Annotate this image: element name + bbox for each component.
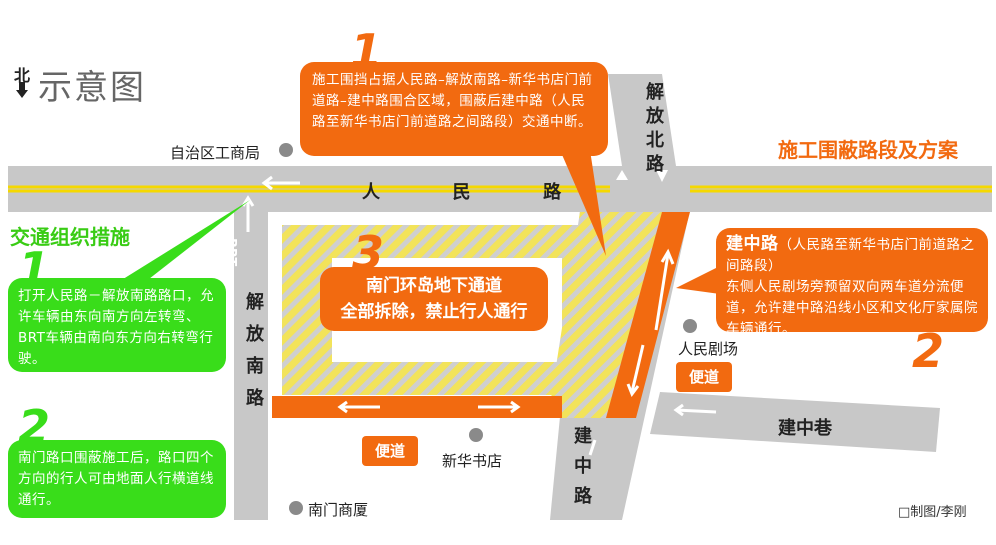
road-label-jianzhong: 建中路 xyxy=(571,426,592,516)
callout-left2: 南门路口围蔽施工后，路口四个方向的行人可由地面人行横道线通行。 xyxy=(8,440,226,518)
map-title: 示意图 xyxy=(38,68,146,108)
road-arrows-north xyxy=(616,170,668,182)
road-label-jianzhong-xiang: 建中巷 xyxy=(778,418,832,439)
road-label-renmin: 人 民 路 xyxy=(362,182,582,203)
callout-top-pointer xyxy=(560,150,606,256)
badge-biandao-bottom: 便道 xyxy=(362,436,418,466)
traffic-arrows xyxy=(241,175,717,456)
callout-right-text: 东侧人民剧场旁预留双向两车道分流便道，允许建中路沿线小区和文化厅家属院车辆通行。 xyxy=(726,279,978,337)
jiefang-nan-road xyxy=(234,200,268,520)
callout-right-pointer xyxy=(676,266,720,294)
place-nanmen-shangsha: 南门商厦 xyxy=(308,501,369,519)
pin-nanmen-shangsha xyxy=(289,501,303,515)
place-zizhiqu: 自治区工商局 xyxy=(170,144,261,162)
road-label-jiefang-nan: 解放南路 xyxy=(243,292,264,420)
callout-center: 南门环岛地下通道 全部拆除，禁止行人通行 xyxy=(320,267,548,331)
pin-zizhiqu xyxy=(279,143,293,157)
callout-center-line2: 全部拆除，禁止行人通行 xyxy=(340,302,528,322)
callout-right-heading-note: （人民路至新华书店门前道路之间路段） xyxy=(726,237,975,274)
detour-jianzhong-east xyxy=(606,212,690,418)
callout-right-heading: 建中路 xyxy=(726,234,779,254)
callout-right: 建中路（人民路至新华书店门前道路之间路段） 东侧人民剧场旁预留双向两车道分流便道… xyxy=(716,228,988,337)
callout-right-number: 2 xyxy=(912,324,945,378)
callout-left-pointer xyxy=(112,200,250,286)
construction-zone-jianzhong xyxy=(548,212,662,418)
callout-left1: 打开人民路－解放南路路口，允许车辆由东向南方向左转弯、BRT车辆由南向东方向右转… xyxy=(8,278,226,372)
section-title-right: 施工围蔽路段及方案 xyxy=(778,138,958,162)
callout-left2-text: 南门路口围蔽施工后，路口四个方向的行人可由地面人行横道线通行。 xyxy=(18,450,214,508)
renmin-road xyxy=(8,166,992,212)
jianzhong-xiang-road xyxy=(650,392,940,452)
north-arrow-icon xyxy=(16,82,28,98)
detour-bottom-road xyxy=(272,396,562,418)
badge-biandao-right: 便道 xyxy=(676,362,732,392)
callout-top: 施工围挡占据人民路–解放南路–新华书店门前道路–建中路围合区域，围蔽后建中路（人… xyxy=(300,62,608,156)
place-renmin-juchang: 人民剧场 xyxy=(678,340,739,358)
pin-xinhua-shudian xyxy=(469,428,483,442)
pin-renmin-juchang xyxy=(683,319,697,333)
callout-left1-text: 打开人民路－解放南路路口，允许车辆由东向南方向左转弯、BRT车辆由南向东方向右转… xyxy=(18,288,214,367)
section-title-left: 交通组织措施 xyxy=(10,225,130,249)
road-label-jiefang-bei: 解放北路 xyxy=(643,82,664,178)
jiefang-bei-road xyxy=(608,74,676,166)
callout-center-line1: 南门环岛地下通道 xyxy=(366,276,502,296)
road-label-brt: BRT xyxy=(223,238,238,267)
place-xinhua-shudian: 新华书店 xyxy=(442,452,503,470)
credit: □制图/李刚 xyxy=(898,505,967,520)
callout-top-text: 施工围挡占据人民路–解放南路–新华书店门前道路–建中路围合区域，围蔽后建中路（人… xyxy=(312,72,593,130)
north-label: 北 xyxy=(14,66,31,85)
